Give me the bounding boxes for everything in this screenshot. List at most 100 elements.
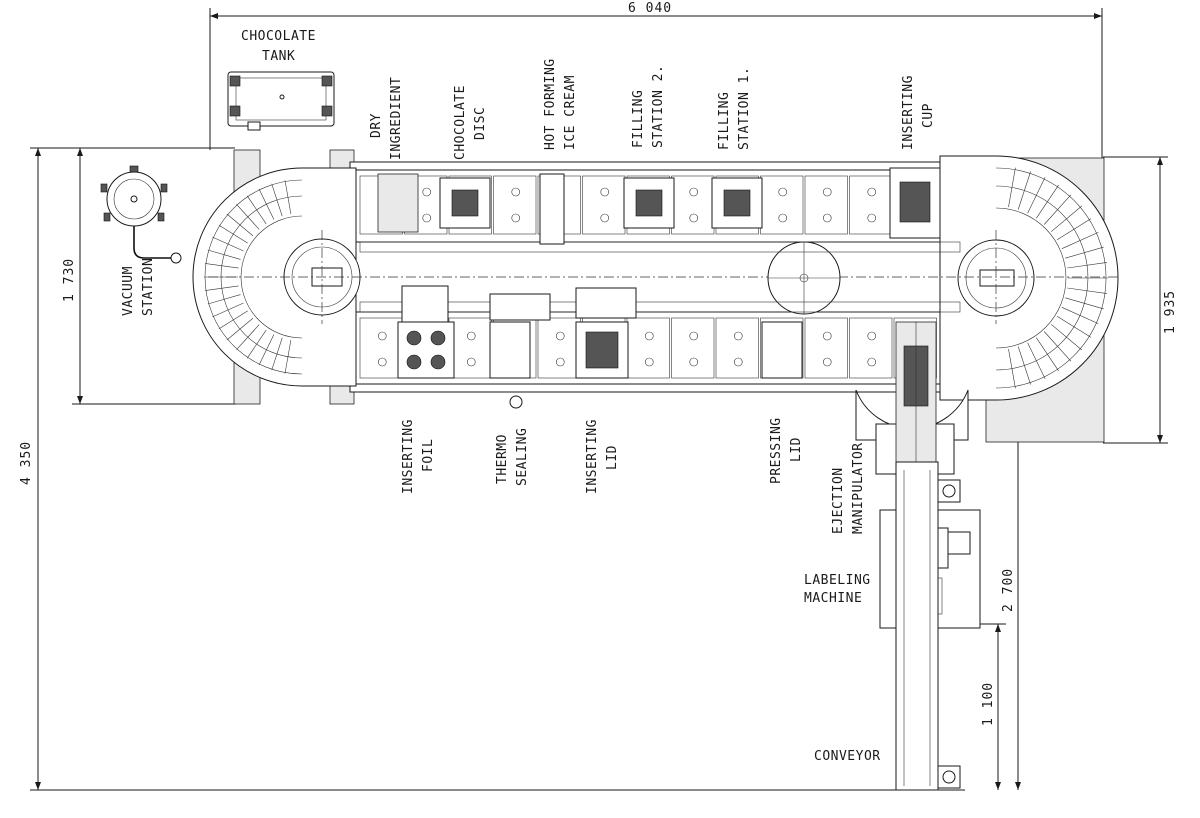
label-hot-forming-line1: HOT FORMING (543, 58, 558, 150)
bottom-segment-hole (555, 331, 565, 341)
chain-slot-left (236, 203, 260, 230)
bottom-segment-hole (822, 357, 832, 367)
chain-slot-left (246, 195, 267, 225)
bottom-segment-hole (822, 331, 832, 341)
chain-slot-left (226, 213, 254, 237)
top-segment-hole (689, 213, 699, 223)
bottom-segment (715, 317, 759, 379)
label-chocolate-disc: CHOCOLATE DISC (453, 85, 488, 160)
label-filling-station-2-line2: STATION 2. (651, 65, 666, 148)
top-segment-hole (511, 187, 521, 197)
label-filling-station-2-line1: FILLING (631, 90, 646, 148)
top-segment-hole (689, 187, 699, 197)
chain-slot-right (1027, 342, 1046, 379)
bottom-segment-hole (466, 331, 476, 341)
dim-machine-width: 1 730 (62, 258, 77, 302)
chain-slot-right (1067, 287, 1107, 294)
chain-slot-right (1056, 315, 1092, 338)
label-inserting-foil-line2: FOIL (421, 439, 436, 472)
chain-slot-right (1051, 324, 1082, 351)
label-pressing-lid-line1: PRESSING (769, 417, 784, 484)
chain-slot-left (271, 183, 283, 217)
label-pressing-lid-line2: LID (789, 437, 804, 462)
label-pressing-lid: PRESSING LID (769, 417, 804, 484)
top-segment-hole (778, 187, 788, 197)
bottom-segment-hole (689, 357, 699, 367)
chain-slot-right (1061, 307, 1099, 324)
top-segment-hole (822, 213, 832, 223)
dim-overall-width: 6 040 (628, 1, 672, 16)
label-ejection-manipulator-line1: EJECTION (831, 467, 846, 534)
chain-slot-left (218, 310, 248, 330)
chain-slot-left (284, 180, 292, 215)
bottom-segment-hole (466, 357, 476, 367)
chain-slot-left (212, 302, 244, 318)
bottom-segment-hole (867, 331, 877, 341)
ejection-manipulator-unit (855, 321, 969, 475)
chain-slot-right (1067, 262, 1107, 269)
label-inserting-lid: INSERTING LID (585, 419, 620, 494)
bottom-segment-hole (377, 357, 387, 367)
chain-slot-left (207, 294, 241, 305)
bottom-segment-hole (644, 357, 654, 367)
label-thermo-sealing-line1: THERMO (495, 434, 510, 484)
label-filling-station-1: FILLING STATION 1. (717, 67, 752, 150)
chain-slot-left (204, 263, 239, 269)
label-inserting-cup-line2: CUP (921, 103, 936, 128)
label-chocolate-disc-line2: DISC (473, 107, 488, 140)
label-hot-forming-ice-cream: HOT FORMING ICE CREAM (543, 58, 578, 150)
chain-slot-left (207, 249, 241, 260)
chocolate-tank (227, 71, 335, 131)
bottom-segment (849, 317, 893, 379)
dim-machine-width-right: 1 935 (1163, 290, 1178, 334)
chain-slot-marks (204, 167, 1108, 389)
chain-slot-right (1061, 232, 1099, 249)
label-chocolate-tank: CHOCOLATE TANK (241, 29, 315, 64)
top-segment-hole (511, 213, 521, 223)
label-filling-station-2: FILLING STATION 2. (631, 65, 666, 148)
label-chocolate-disc-line1: CHOCOLATE (453, 85, 468, 160)
top-segment (804, 175, 848, 235)
label-chocolate-tank-line2: TANK (262, 49, 295, 64)
top-segment-hole (422, 213, 432, 223)
chain-slot-right (1051, 205, 1082, 232)
label-conveyor: CONVEYOR (814, 749, 881, 764)
bottom-segment-hole (867, 357, 877, 367)
chain-slot-right (1056, 218, 1092, 241)
label-thermo-sealing-line2: SEALING (515, 428, 530, 486)
bottom-segment (671, 317, 715, 379)
chain-slot-right (1065, 297, 1104, 310)
chain-slot-right (1065, 246, 1104, 259)
label-hot-forming-line2: ICE CREAM (563, 75, 578, 150)
label-dry-ingredient-line2: INGREDIENT (389, 77, 404, 160)
chain-slot-right (1043, 331, 1072, 362)
label-inserting-cup: INSERTING CUP (901, 75, 936, 150)
chain-slot-left (204, 285, 239, 291)
top-segment-hole (867, 187, 877, 197)
bottom-segment-hole (555, 357, 565, 367)
label-filling-station-1-line1: FILLING (717, 92, 732, 150)
chain-slot-right (1008, 167, 1016, 208)
label-labeling-machine-line2: MACHINE (804, 591, 862, 606)
chain-slot-left (212, 236, 244, 252)
label-inserting-lid-line2: LID (605, 445, 620, 470)
dimension-lines (30, 8, 1168, 791)
dim-overall-length: 4 350 (19, 441, 34, 485)
label-labeling-machine: LABELING MACHINE (804, 573, 871, 606)
top-segment-hole (867, 213, 877, 223)
chain-slot-left (271, 337, 283, 371)
chain-slot-right (1036, 184, 1059, 219)
chain-slot-right (1043, 194, 1072, 225)
label-vacuum-station: VACUUM STATION (121, 258, 156, 316)
chain-slot-left (258, 334, 275, 366)
station-heads-top (377, 167, 941, 245)
chain-slot-left (284, 339, 292, 374)
label-inserting-lid-line1: INSERTING (585, 419, 600, 494)
label-labeling-machine-line1: LABELING (804, 573, 871, 588)
bottom-segment-hole (733, 357, 743, 367)
chain-slot-left (258, 188, 275, 220)
chain-slot-right (1008, 348, 1016, 389)
vacuum-station (100, 165, 182, 264)
chain-slot-right (1036, 337, 1059, 372)
